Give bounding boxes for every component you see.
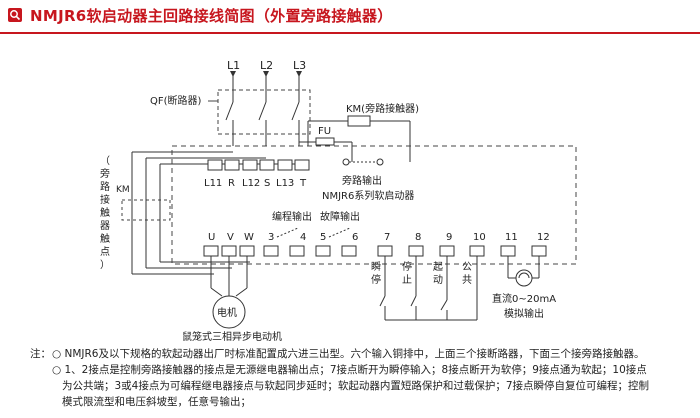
svg-text:瞬: 瞬: [371, 260, 381, 273]
svg-text:共: 共: [462, 274, 472, 286]
notes-line: 模式限流型和电压斜坡型，任意号输出；: [62, 396, 251, 408]
breaker-box: [217, 89, 311, 135]
bypass-contacts: [131, 200, 161, 220]
bypass-contactor-label: KM(旁路接触器): [346, 102, 419, 115]
softstarter-label: NMJR6系列软启动器: [322, 189, 414, 202]
notes-section: 注： ○ NMJR6及以下规格的软起动器出厂时标准配置成六进三出型。六个输入铜排…: [0, 346, 700, 418]
wiring-diagram: L1 L2 L3 QF(断路器) KM(旁路接触器) FU （ 旁 路 接 触 …: [100, 59, 577, 343]
phase-label-l1: L1: [227, 59, 240, 72]
svg-text:）: ）: [100, 259, 110, 271]
notes-line: 为公共端；3或4接点为可编程继电器接点与软起同步延时；软起动器内置短路保护和过载…: [62, 380, 650, 392]
bypass-output-contacts: [342, 158, 384, 166]
svg-text:9: 9: [446, 232, 452, 243]
svg-text:起: 起: [433, 261, 443, 273]
bottom-terminal-labels: U V W 3 4 5 6 7 8 9 10 11 12: [208, 232, 550, 243]
svg-text:5: 5: [320, 232, 326, 243]
motor-leads: [210, 256, 248, 297]
svg-text:停: 停: [402, 260, 412, 273]
analog-output-label-1: 直流0~20mA: [492, 292, 556, 305]
page-title: NMJR6软启动器主回路接线简图（外置旁路接触器）: [30, 7, 393, 25]
svg-text:L12: L12: [242, 178, 260, 189]
svg-text:触: 触: [100, 206, 110, 219]
svg-text:器: 器: [100, 220, 110, 232]
svg-text:接: 接: [100, 193, 110, 206]
control-switches: [379, 256, 478, 321]
fuse-label: FU: [318, 126, 331, 137]
phase-label-l2: L2: [260, 59, 273, 72]
fault-output-label: 故障输出: [320, 210, 360, 223]
bypass-contactor-coil: [347, 115, 371, 127]
svg-text:R: R: [228, 178, 235, 189]
svg-text:旁: 旁: [100, 167, 110, 180]
svg-text:U: U: [208, 232, 215, 243]
svg-text:6: 6: [352, 232, 358, 243]
svg-text:路: 路: [100, 180, 110, 193]
svg-text:8: 8: [415, 232, 421, 243]
notes-line: ○ 1、2接点是控制旁路接触器的接点是无源继电器输出点；7接点断开为瞬停输入；8…: [52, 364, 647, 376]
softstarter-box: [171, 145, 577, 265]
breaker-switches: [225, 94, 300, 146]
svg-text:T: T: [299, 178, 307, 189]
notes-line: ○ NMJR6及以下规格的软起动器出厂时标准配置成六进三出型。六个输入铜排中，上…: [52, 348, 645, 360]
search-icon: [8, 8, 22, 22]
svg-text:S: S: [264, 178, 270, 189]
svg-text:L11: L11: [204, 178, 222, 189]
analog-output-label-2: 模拟输出: [504, 307, 544, 320]
svg-text:公: 公: [462, 262, 472, 273]
svg-text:止: 止: [402, 274, 412, 286]
svg-text:停: 停: [371, 273, 381, 286]
notes-label: 注：: [30, 348, 51, 360]
svg-text:11: 11: [505, 232, 518, 243]
fuse: [315, 137, 335, 146]
analog-output: [507, 256, 540, 287]
switch-labels: 瞬 停 停 止 起 动 公 共: [371, 260, 472, 286]
svg-text:点: 点: [100, 246, 110, 258]
svg-text:12: 12: [537, 232, 550, 243]
svg-text:V: V: [227, 232, 234, 243]
phase-label-l3: L3: [293, 59, 306, 72]
side-vertical-label: （ 旁 路 接 触 器 触 点 ）: [100, 155, 110, 271]
svg-text:（: （: [100, 155, 110, 167]
bypass-output-label: 旁路输出: [342, 174, 382, 187]
bottom-terminal-blocks: [203, 245, 547, 257]
svg-text:4: 4: [300, 232, 306, 243]
top-terminal-blocks: [207, 159, 310, 171]
svg-text:L13: L13: [276, 178, 294, 189]
svg-text:动: 动: [433, 274, 443, 286]
svg-text:触: 触: [100, 232, 110, 245]
svg-text:7: 7: [384, 232, 390, 243]
motor: [212, 295, 246, 329]
programmable-output-label: 编程输出: [272, 210, 312, 223]
motor-caption: 鼠笼式三相异步电动机: [182, 330, 282, 343]
svg-text:3: 3: [268, 232, 274, 243]
side-km-label: KM: [116, 185, 130, 195]
bypass-wiring: [131, 151, 299, 275]
header: NMJR6软启动器主回路接线简图（外置旁路接触器）: [0, 0, 700, 34]
supply-lines: [230, 71, 302, 94]
title-underline: [0, 32, 700, 34]
svg-text:10: 10: [473, 232, 486, 243]
svg-text:W: W: [244, 232, 254, 243]
motor-label: 电机: [217, 306, 237, 319]
breaker-label: QF(断路器): [150, 94, 202, 107]
top-terminal-labels: L11 R L12 S L13 T: [204, 178, 307, 189]
